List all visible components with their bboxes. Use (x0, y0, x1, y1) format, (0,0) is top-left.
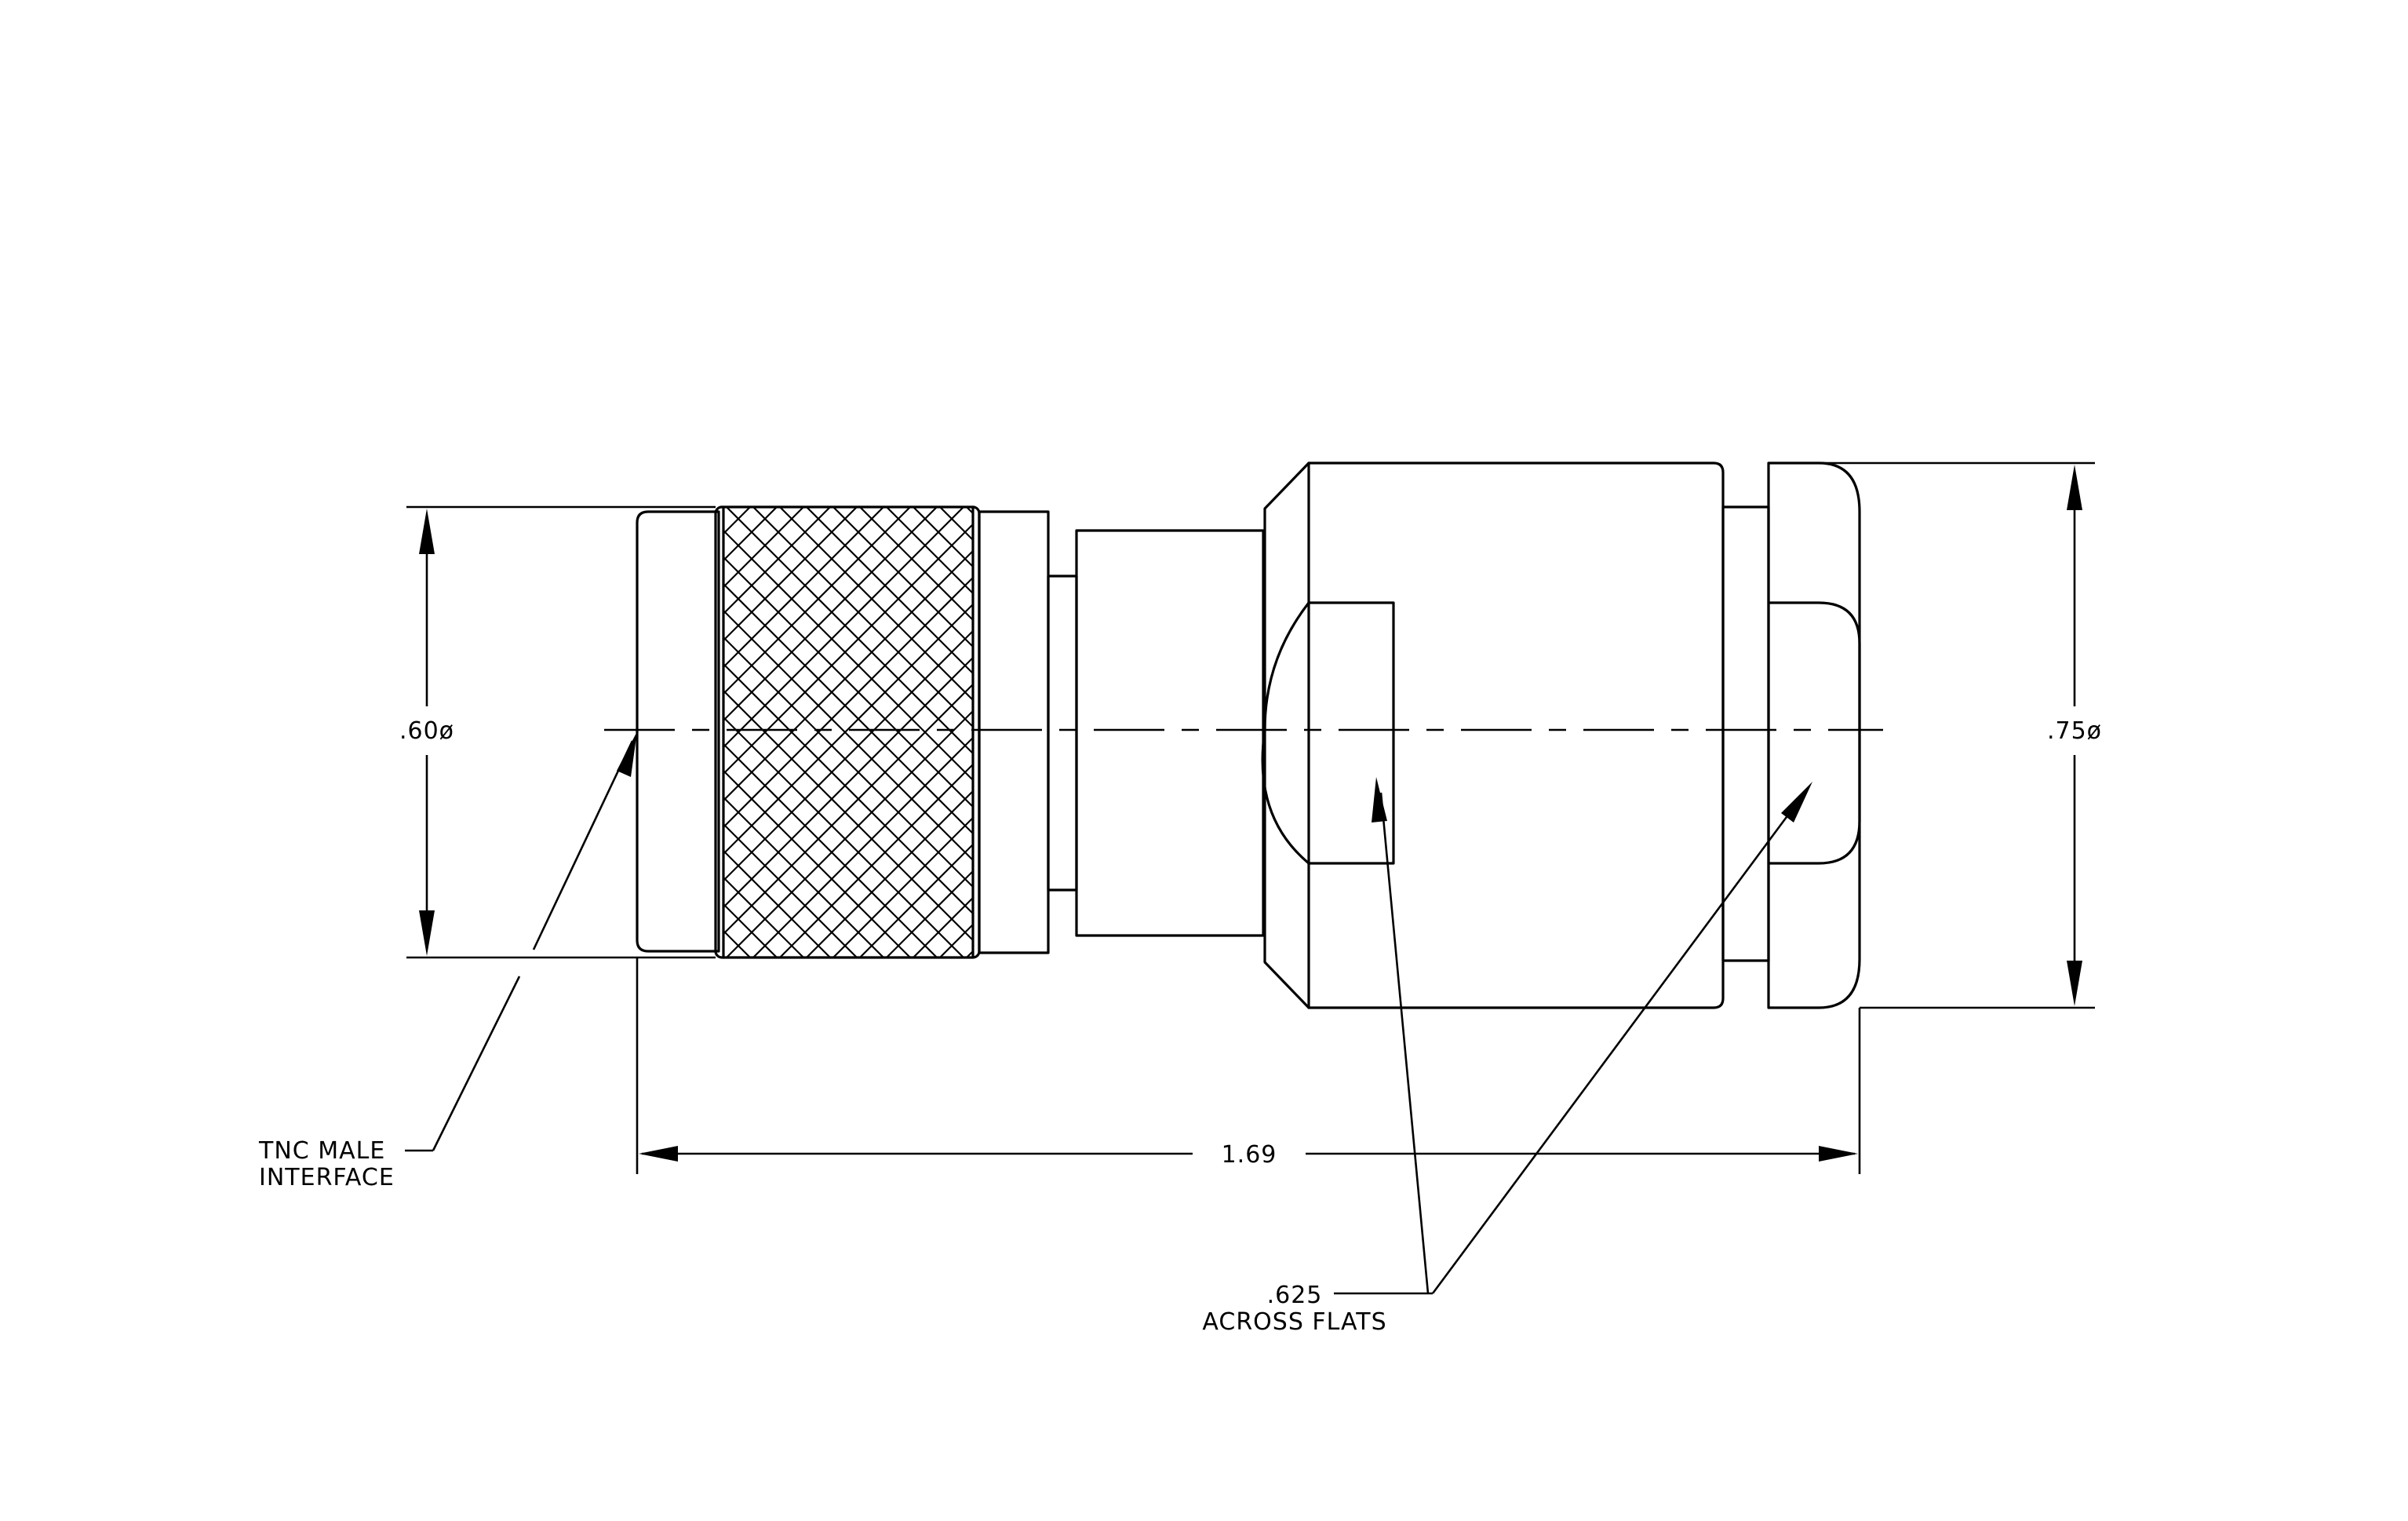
dim-left-label: .60ø (399, 717, 454, 745)
knurl-line (723, 507, 804, 957)
knurl-line (723, 507, 724, 957)
knurl-line (723, 507, 831, 957)
knurl-line (723, 507, 973, 957)
knurl-line (723, 507, 804, 957)
knurl-line (723, 507, 973, 957)
knurl-line (966, 507, 973, 957)
knurl-line (913, 507, 973, 957)
knurl-line (806, 507, 973, 957)
collar (978, 510, 1050, 954)
knurl-line (723, 507, 858, 957)
knurl-line (886, 507, 973, 957)
knurl-line (723, 507, 751, 957)
dim-length: 1.69 (636, 957, 1861, 1174)
knurl-line (723, 507, 911, 957)
flats-label-line1: .625 (1267, 1282, 1323, 1309)
knurl-line (723, 507, 964, 957)
knurl-line (752, 507, 973, 957)
interface-label-line1: TNC MALE (258, 1137, 385, 1165)
knurl-line (723, 507, 884, 957)
knurl-line (726, 507, 973, 957)
knurl-line (723, 507, 973, 957)
knurl-line (723, 507, 973, 957)
knurl-line (806, 507, 973, 957)
leader-flats: .625 ACROSS FLATS (1202, 777, 1812, 1336)
knurl-line (832, 507, 973, 957)
knurl-line (859, 507, 973, 957)
hex-body (1261, 461, 1725, 1009)
knurl-line (723, 507, 938, 957)
knurl-pattern (723, 507, 973, 957)
knurled-coupling-nut (714, 505, 981, 959)
knurl-line (939, 507, 973, 957)
knurl-line (832, 507, 973, 957)
knurl-line (859, 507, 973, 957)
dim-left-diameter: .60ø (399, 505, 716, 959)
body-cylinder (1075, 529, 1265, 937)
knurl-line (886, 507, 973, 957)
knurl-line (723, 507, 938, 957)
neck (1047, 574, 1078, 892)
rear-nut (1767, 461, 1861, 1009)
dim-length-label: 1.69 (1222, 1141, 1277, 1169)
knurl-line (939, 507, 973, 957)
knurl-line (723, 507, 724, 957)
knurl-line (913, 507, 973, 957)
knurl-line (723, 507, 858, 957)
leader-interface: TNC MALE INTERFACE (258, 731, 637, 1191)
knurl-line (723, 507, 973, 957)
knurl-line (752, 507, 973, 957)
knurl-line (779, 507, 973, 957)
knurl-line (966, 507, 973, 957)
knurl-line (723, 507, 911, 957)
knurl-line (723, 507, 751, 957)
knurl-line (723, 507, 973, 957)
knurl-line (723, 507, 884, 957)
dim-right-label: .75ø (2047, 717, 2102, 745)
dim-right-diameter: .75ø (1819, 461, 2102, 1009)
knurl-line (779, 507, 973, 957)
interface-ring (636, 510, 720, 953)
knurl-line (723, 507, 973, 957)
knurl-line (723, 507, 778, 957)
knurl-line (723, 507, 831, 957)
flats-label-line2: ACROSS FLATS (1202, 1308, 1386, 1336)
interface-label-line2: INTERFACE (259, 1164, 395, 1191)
knurl-line (723, 507, 778, 957)
